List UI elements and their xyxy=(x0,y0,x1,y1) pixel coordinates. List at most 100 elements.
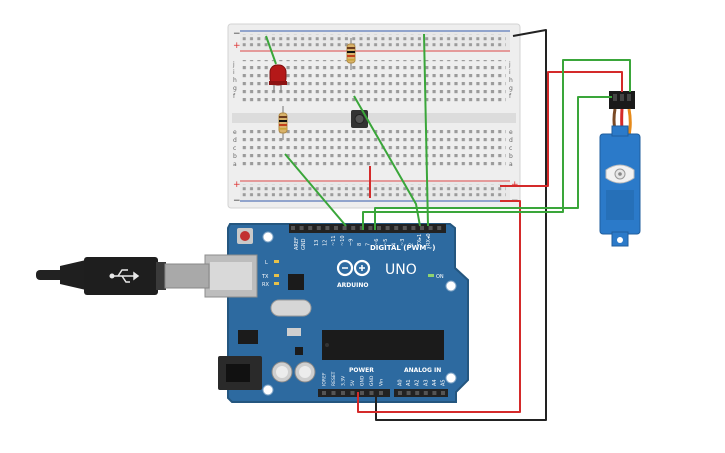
digital-pin-label: ~11 xyxy=(331,235,337,246)
wire-servo-gnd-green[interactable] xyxy=(374,96,612,230)
power-header-pin[interactable] xyxy=(369,391,374,395)
analog-pin-label: A4 xyxy=(432,379,438,386)
smd-2 xyxy=(295,347,303,355)
row-letter-j: j xyxy=(232,61,235,68)
digital-header-pin[interactable] xyxy=(342,226,347,230)
wire-button-green[interactable] xyxy=(353,95,421,227)
led-on-indicator xyxy=(428,274,434,277)
row-letter-i-right: i xyxy=(509,69,511,76)
resistor-bottom[interactable] xyxy=(278,106,288,140)
mount-hole-3 xyxy=(445,372,457,384)
digital-pin-label: 8 xyxy=(357,243,363,246)
power-pin-label: Vin xyxy=(379,379,385,386)
digital-header-pin[interactable] xyxy=(325,226,330,230)
digital-header-pin[interactable] xyxy=(308,226,313,230)
wire-gnd-black[interactable] xyxy=(375,29,547,421)
digital-pin-label: ~3 xyxy=(400,239,406,246)
row-letter-e: e xyxy=(233,129,237,136)
usb-cable[interactable] xyxy=(36,257,210,295)
resistor-bottom-band3 xyxy=(279,124,287,126)
digital-header-pin[interactable] xyxy=(377,226,381,230)
wire-servo-power-red[interactable] xyxy=(500,71,623,187)
digital-header-pin[interactable] xyxy=(368,226,373,230)
power-pin-label: IOREF xyxy=(322,372,328,386)
digital-pin-label: ~9 xyxy=(348,239,354,246)
wire-rail-jumper-green[interactable] xyxy=(423,33,429,227)
crystal xyxy=(270,299,312,317)
power-header-pin[interactable] xyxy=(331,391,336,395)
digital-pin-label: ~6 xyxy=(374,239,380,246)
pushbutton[interactable] xyxy=(351,110,368,128)
digital-header-pin[interactable] xyxy=(420,226,424,230)
digital-header-pin[interactable] xyxy=(402,226,407,230)
analog-pin-label: A2 xyxy=(415,379,421,386)
digital-header-pin[interactable] xyxy=(299,226,304,230)
usb-cable-strain-relief xyxy=(60,260,86,290)
digital-header-pin[interactable] xyxy=(385,226,390,230)
power-header-pin[interactable] xyxy=(360,391,364,395)
analog-header-pin[interactable] xyxy=(415,391,420,395)
resistor-top-band3 xyxy=(347,55,355,57)
digital-header-pin[interactable] xyxy=(334,226,338,230)
analog-header-pin[interactable] xyxy=(398,391,402,395)
usb-plug-neck xyxy=(156,262,166,290)
digital-pin-label: 7 xyxy=(366,243,372,246)
servo-connector-pin3 xyxy=(627,94,631,101)
row-letter-g-right: g xyxy=(509,85,513,92)
digital-pin-label: 2 xyxy=(409,243,415,246)
usb-chip xyxy=(288,274,304,290)
digital-header-pin[interactable] xyxy=(351,226,356,230)
row-letter-d-right: d xyxy=(509,137,513,144)
servo-connector-pin2 xyxy=(620,94,624,101)
analog-header-pin[interactable] xyxy=(432,391,437,395)
row-letter-f-right: f xyxy=(509,93,512,100)
uno-label: UNO xyxy=(385,262,417,278)
power-header-pin[interactable] xyxy=(341,391,345,395)
resistor-bottom-band1 xyxy=(279,116,287,118)
mount-hole-2 xyxy=(445,280,457,292)
wire-servo-signal-green[interactable] xyxy=(362,59,631,230)
digital-header-pin[interactable] xyxy=(428,226,433,230)
resistor-top[interactable] xyxy=(346,38,356,70)
power-header-pin[interactable] xyxy=(379,391,383,395)
row-letter-i: i xyxy=(233,69,235,76)
capacitor-2-top xyxy=(299,366,311,378)
gnd-label: GND xyxy=(301,238,307,250)
power-jack-inner xyxy=(226,364,250,382)
analog-header-pin[interactable] xyxy=(423,391,428,395)
resistor-bottom-band4 xyxy=(279,128,287,130)
led-l-indicator xyxy=(274,260,279,263)
digital-header-pin[interactable] xyxy=(394,226,399,230)
digital-header-pin[interactable] xyxy=(437,226,442,230)
power-header-pin[interactable] xyxy=(322,391,326,395)
wire-resistor-green[interactable] xyxy=(284,153,347,227)
row-letter-a: a xyxy=(233,161,237,168)
wire-led-green[interactable] xyxy=(265,35,277,65)
analog-header-pin[interactable] xyxy=(406,391,411,395)
center-channel xyxy=(232,113,516,123)
bottom-rail-holes xyxy=(242,184,506,198)
digital-header-pin[interactable] xyxy=(316,226,321,230)
digital-header-pin[interactable] xyxy=(291,226,295,230)
analog-header-pin[interactable] xyxy=(441,391,445,395)
digital-header-pin[interactable] xyxy=(359,226,364,230)
digital-header-pin[interactable] xyxy=(411,226,416,230)
wire-5v-red[interactable] xyxy=(357,200,521,413)
servo-connector-pin1 xyxy=(613,94,617,101)
analog-label: ANALOG IN xyxy=(404,367,441,374)
power-pin-label: 3.3V xyxy=(341,375,347,386)
resistor-bottom-band2 xyxy=(279,120,287,122)
micro-servo[interactable] xyxy=(599,91,641,247)
regulator xyxy=(238,330,258,344)
red-led[interactable] xyxy=(269,64,287,92)
servo-shaft-screw xyxy=(618,172,622,176)
capacitor-1-top xyxy=(276,366,288,378)
power-header-pin[interactable] xyxy=(350,391,355,395)
row-letter-e-right: e xyxy=(509,129,513,136)
